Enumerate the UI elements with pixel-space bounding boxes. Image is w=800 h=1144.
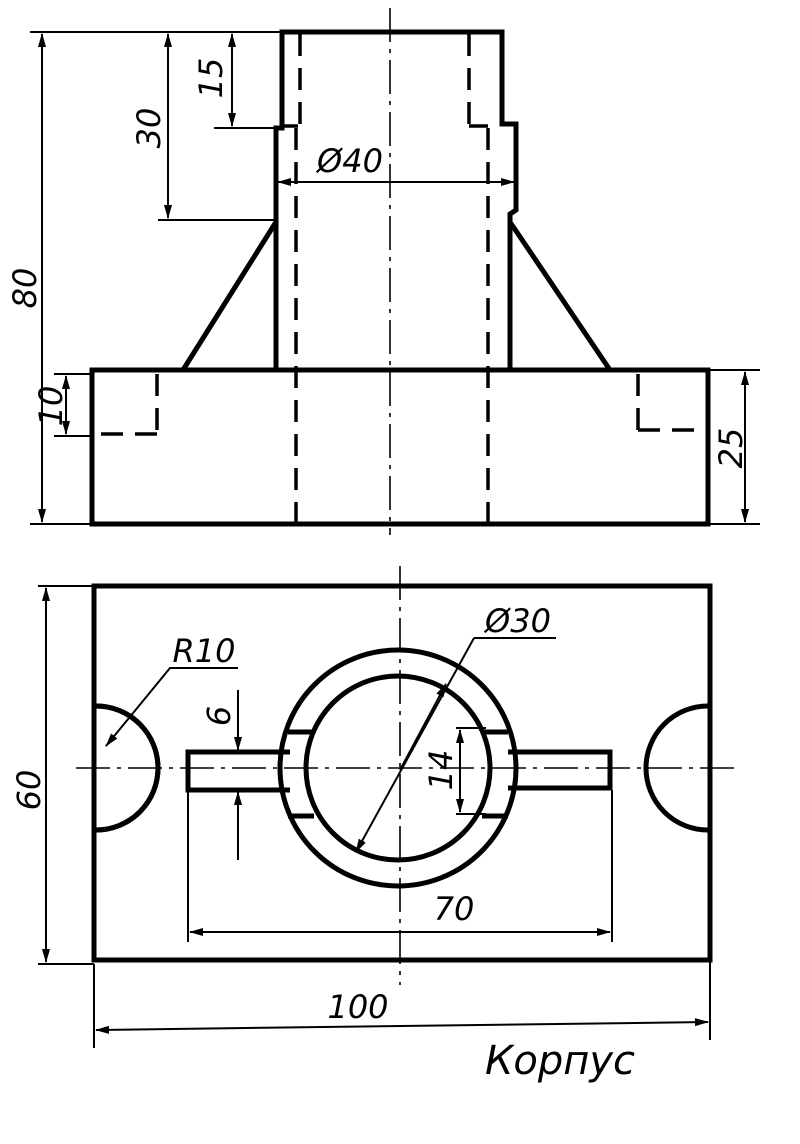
front-cylinder-outline xyxy=(273,29,519,370)
dim-60-label: 60 xyxy=(10,770,48,811)
cutout-right-arc xyxy=(643,703,709,833)
dim-70-label: 70 xyxy=(434,890,475,928)
dim-dia-30-label: Ø30 xyxy=(483,602,551,640)
front-base-outline xyxy=(89,367,711,527)
dim-30-label: 30 xyxy=(130,108,168,149)
dim-100 xyxy=(93,960,711,1048)
rib-left xyxy=(180,220,279,372)
rib-bands xyxy=(288,729,508,819)
dim-14-label: 14 xyxy=(422,750,460,791)
front-hidden-lines xyxy=(94,34,706,525)
dim-r10-label: R10 xyxy=(173,632,236,670)
slot-right xyxy=(508,749,613,791)
dim-80-label: 80 xyxy=(6,268,44,309)
dim-30 xyxy=(158,31,282,221)
dim-25-label: 25 xyxy=(712,428,750,469)
front-view: 80 30 15 Ø40 10 xyxy=(6,8,760,535)
rib-right xyxy=(507,220,613,372)
dim-100-label: 100 xyxy=(327,988,388,1026)
dim-25 xyxy=(708,369,760,525)
dim-15 xyxy=(214,33,276,129)
slot-left xyxy=(185,749,290,793)
dim-10-label: 10 xyxy=(32,386,70,427)
dim-r10 xyxy=(105,667,238,747)
dim-14 xyxy=(456,727,486,815)
dim-dia-30 xyxy=(355,637,556,853)
dim-60 xyxy=(38,585,94,965)
dim-6-label: 6 xyxy=(200,706,238,726)
dim-80 xyxy=(30,31,282,525)
top-view: 60 R10 Ø30 6 14 xyxy=(10,566,738,1048)
dim-15-label: 15 xyxy=(192,58,230,99)
drawing-title: Корпус xyxy=(485,1038,635,1084)
dim-10 xyxy=(54,373,94,437)
dim-dia-40-label: Ø40 xyxy=(315,142,383,180)
dim-70 xyxy=(187,790,613,942)
top-outline xyxy=(91,583,713,963)
